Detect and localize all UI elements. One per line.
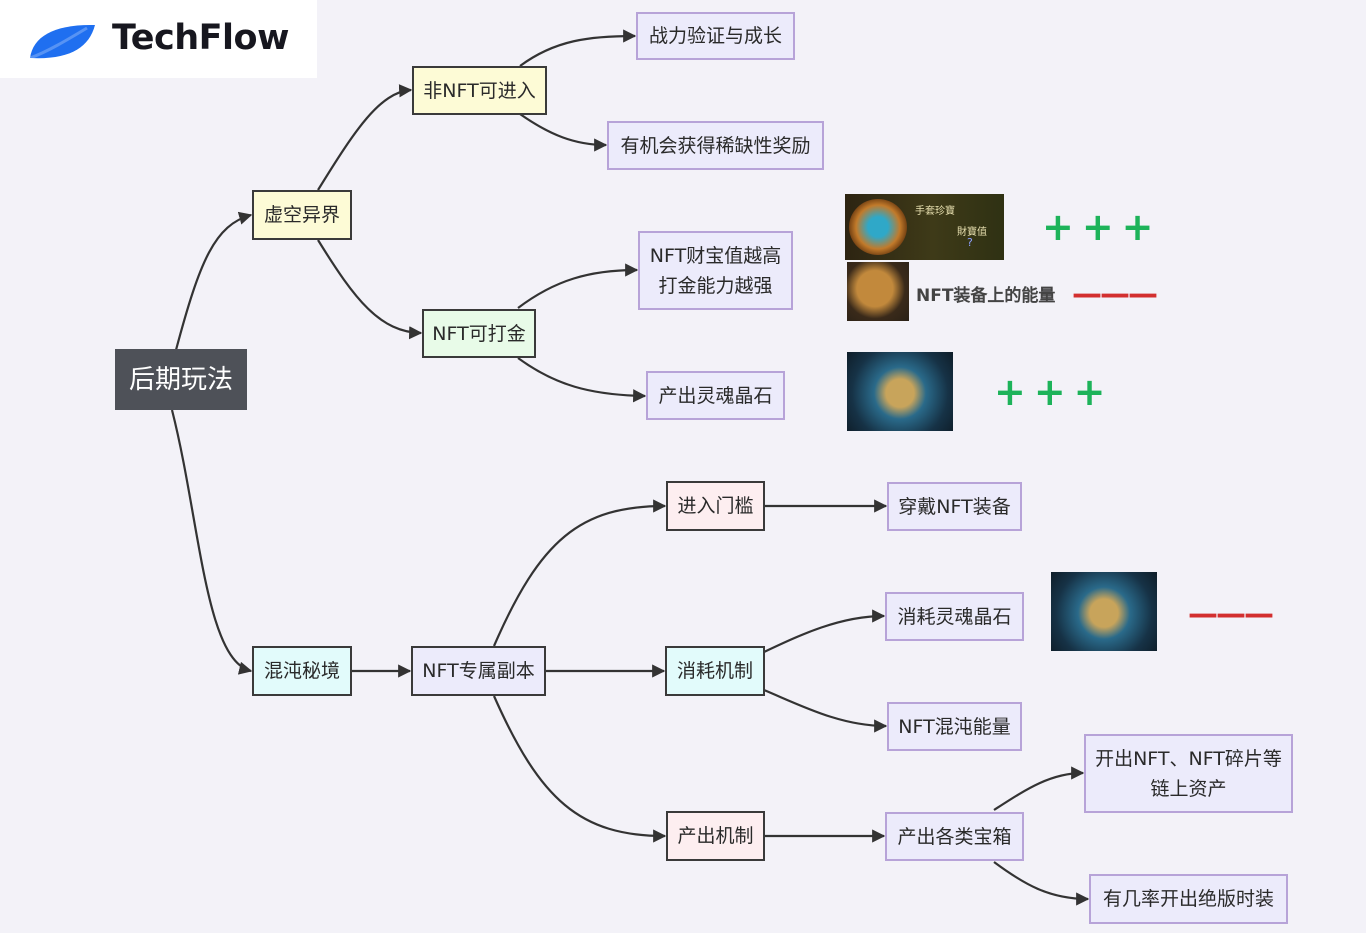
edge-nonnft-power (519, 29, 637, 67)
glove-question-text: ? (967, 236, 973, 249)
node-soul: 产出灵魂晶石 (646, 371, 785, 420)
minus-marks-1: ——— (1072, 277, 1158, 312)
node-rare: 有机会获得稀缺性奖励 (607, 121, 824, 170)
brand-name: TechFlow (112, 18, 289, 58)
techflow-leaf-icon (29, 24, 95, 60)
edge-dungeon-output (492, 695, 667, 843)
edge-void-nonnft (317, 84, 413, 191)
edge-consume-burnsoul (763, 609, 886, 653)
plus-marks-1: +++ (1042, 205, 1162, 249)
glove-treasure-image: 手套珍寶 財寶值 ? (845, 194, 1004, 260)
hammer-gear-image (847, 262, 909, 321)
bottom-strip (0, 933, 1366, 945)
node-wear: 穿戴NFT装备 (887, 482, 1022, 531)
edge-root-void (174, 211, 253, 351)
techflow-logo: TechFlow (0, 0, 317, 78)
node-gate: 进入门槛 (666, 481, 765, 531)
node-burnsoul: 消耗灵魂晶石 (885, 592, 1024, 641)
node-root: 后期玩法 (115, 349, 247, 410)
node-boxes: 产出各类宝箱 (885, 812, 1024, 861)
node-power: 战力验证与成长 (636, 12, 795, 60)
edge-nonnft-rare (519, 113, 608, 152)
node-nftgold: NFT可打金 (422, 309, 536, 358)
soul-crystal-image-1 (847, 352, 953, 431)
node-dungeon: NFT专属副本 (411, 646, 546, 696)
node-nonnft: 非NFT可进入 (412, 66, 547, 115)
plus-marks-2: +++ (994, 370, 1114, 414)
minus-marks-2: ——— (1188, 597, 1274, 632)
edge-dungeon-gate (492, 499, 667, 647)
node-treasure: NFT财宝值越高 打金能力越强 (638, 231, 793, 310)
energy-note: NFT装备上的能量 (916, 286, 1056, 306)
node-chaos: 混沌秘境 (252, 646, 352, 696)
glove-stat-text: 財寶值 (957, 227, 987, 238)
glove-title-text: 手套珍寶 (915, 206, 955, 217)
edge-nftgold-treasure (517, 263, 639, 309)
edge-boxes-skins (993, 861, 1090, 906)
edge-nftgold-soul (517, 357, 647, 403)
node-void: 虚空异界 (252, 190, 352, 240)
node-chaosenergy: NFT混沌能量 (887, 702, 1022, 751)
node-output: 产出机制 (666, 811, 765, 861)
node-consume: 消耗机制 (665, 646, 765, 696)
node-assets: 开出NFT、NFT碎片等 链上资产 (1084, 734, 1293, 813)
edge-consume-chaosenergy (763, 688, 888, 733)
edge-root-chaos (170, 409, 253, 675)
edge-void-nftgold (317, 239, 423, 340)
node-skins: 有几率开出绝版时装 (1089, 874, 1288, 924)
soul-crystal-image-2 (1051, 572, 1157, 651)
edge-boxes-assets (993, 766, 1085, 811)
